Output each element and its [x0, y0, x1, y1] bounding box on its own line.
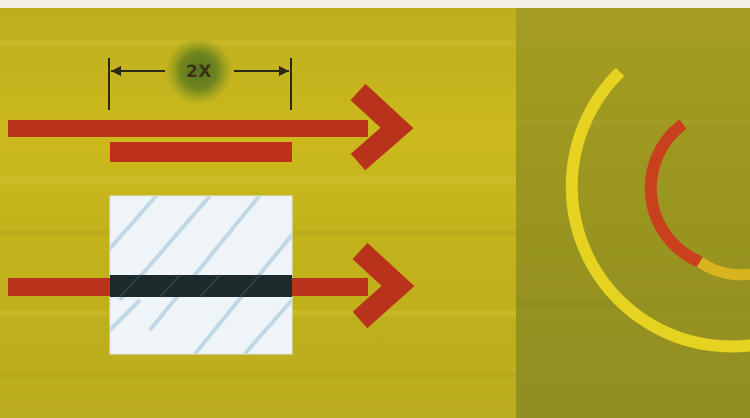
dimension-label: 2X: [186, 62, 212, 82]
path-length-bar: [110, 142, 292, 162]
top-arrow-shaft: [8, 120, 368, 137]
right-panel: [516, 8, 750, 418]
glass-pane-icon: [100, 180, 305, 365]
